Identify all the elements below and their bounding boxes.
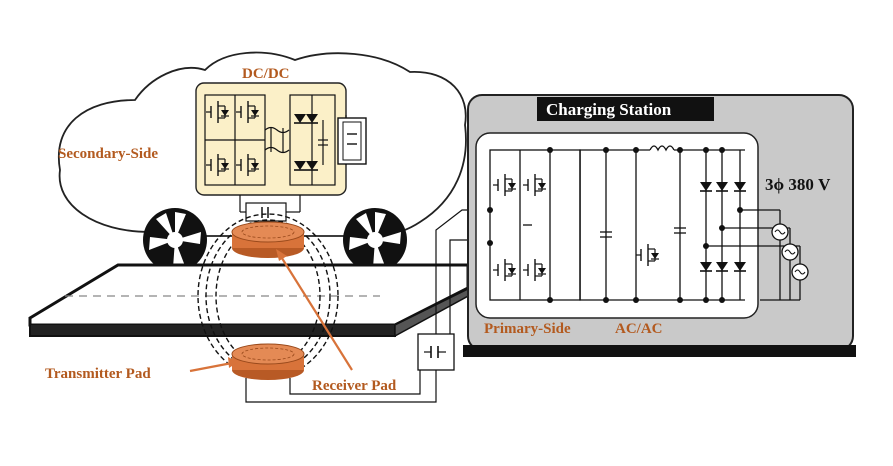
- secondary-side-label: Secondary-Side: [58, 146, 158, 162]
- road-slab: [30, 265, 468, 325]
- dcdc-label: DC/DC: [242, 66, 290, 82]
- primary-side-label: Primary-Side: [484, 321, 571, 337]
- transmitter-pad-arrow: [190, 357, 238, 371]
- right-wheel: [343, 208, 407, 272]
- receiver-pad-label: Receiver Pad: [312, 378, 397, 394]
- station-base: [463, 345, 856, 357]
- acac-label: AC/AC: [615, 321, 663, 337]
- primary-capacitor: [418, 334, 454, 370]
- voltage-label: 3ϕ 380 V: [765, 175, 831, 194]
- battery-icon: [338, 118, 366, 164]
- acac-converter-box: [476, 133, 758, 318]
- transmitter-pad-label: Transmitter Pad: [45, 366, 151, 382]
- charging-station-title: Charging Station: [546, 100, 672, 119]
- transmitter-pad: [232, 344, 304, 380]
- receiver-pad: [232, 222, 304, 258]
- left-wheel: [143, 208, 207, 272]
